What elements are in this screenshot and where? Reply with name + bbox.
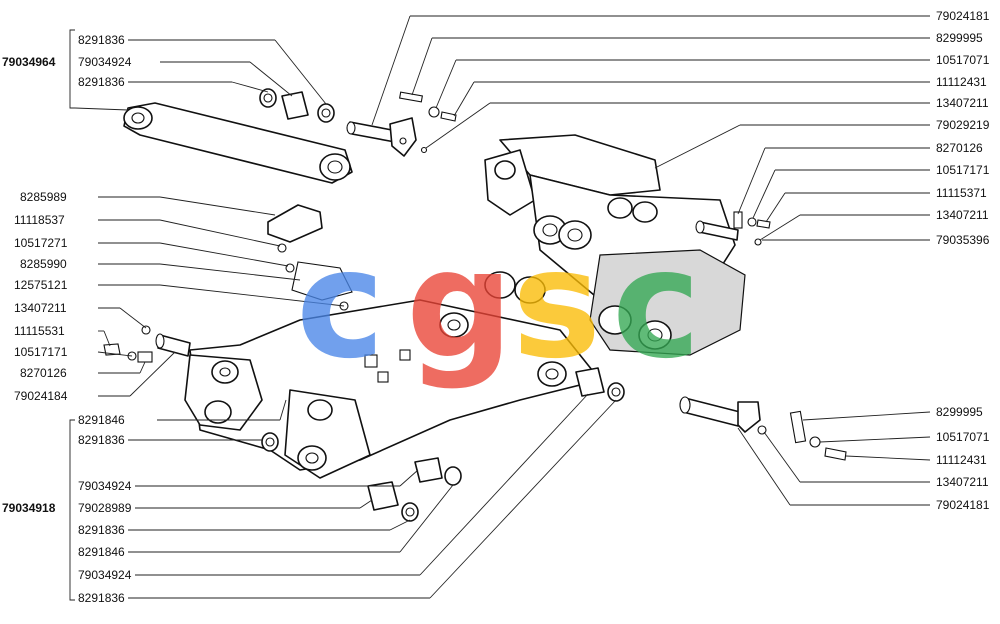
- part-label: 8291846: [78, 545, 125, 559]
- part-label: 8299995: [936, 405, 983, 419]
- watermark-letter: g: [406, 218, 513, 392]
- part-label: 10517271: [14, 236, 68, 250]
- part-label: 8291846: [78, 413, 125, 427]
- part-label: 8291836: [78, 75, 125, 89]
- part-label: 11115531: [14, 324, 65, 338]
- part-label: 10517071: [936, 53, 990, 67]
- main-frame: [184, 299, 601, 479]
- part-label: 13407211: [14, 301, 67, 315]
- part-label: 8285990: [20, 257, 67, 271]
- watermark-letter: c: [296, 218, 385, 392]
- part-label: 8285989: [20, 190, 67, 204]
- part-label: 8270126: [936, 141, 983, 155]
- link-rod-assembly: [123, 88, 353, 184]
- right-labels: 79024181 8299995 10517071 11112431 13407…: [936, 9, 990, 512]
- bracket-housing: [484, 134, 746, 356]
- part-label: 13407211: [936, 96, 989, 110]
- group-label: 79034918: [2, 501, 56, 515]
- part-label: 79034924: [78, 568, 132, 582]
- top-pin-assembly: [346, 91, 457, 157]
- part-label: 11112431: [936, 75, 987, 89]
- part-label: 10517071: [936, 430, 990, 444]
- part-label: 8299995: [936, 31, 983, 45]
- leader-lines: [69, 15, 931, 601]
- part-label: 11112431: [936, 453, 987, 467]
- part-label: 8291836: [78, 591, 125, 605]
- part-label: 79035396: [936, 233, 990, 247]
- watermark: c g s c: [296, 218, 701, 392]
- part-label: 12575121: [14, 278, 68, 292]
- part-label: 79028989: [78, 501, 132, 515]
- part-label: 13407211: [936, 475, 989, 489]
- part-label: 79024184: [14, 389, 68, 403]
- part-label: 11115371: [936, 186, 987, 200]
- watermark-letter: c: [612, 218, 701, 392]
- part-label: 13407211: [936, 208, 989, 222]
- group-label: 79034964: [2, 55, 56, 69]
- part-label: 79029219: [936, 118, 990, 132]
- part-label: 79034924: [78, 55, 132, 69]
- part-label: 8291836: [78, 33, 125, 47]
- watermark-letter: s: [512, 218, 601, 392]
- part-label: 79024181: [936, 498, 990, 512]
- left-labels: 8291836 79034964 79034924 8291836 828598…: [2, 33, 132, 605]
- part-label: 10517171: [936, 163, 990, 177]
- part-label: 8291836: [78, 433, 125, 447]
- right-pin-upper: [695, 211, 771, 246]
- part-label: 79034924: [78, 479, 132, 493]
- part-label: 11118537: [14, 213, 65, 227]
- left-hardware: [103, 204, 353, 363]
- part-label: 79024181: [936, 9, 990, 23]
- part-label: 10517171: [14, 345, 68, 359]
- right-pin-lower: [679, 396, 847, 461]
- part-label: 8291836: [78, 523, 125, 537]
- part-label: 8270126: [20, 366, 67, 380]
